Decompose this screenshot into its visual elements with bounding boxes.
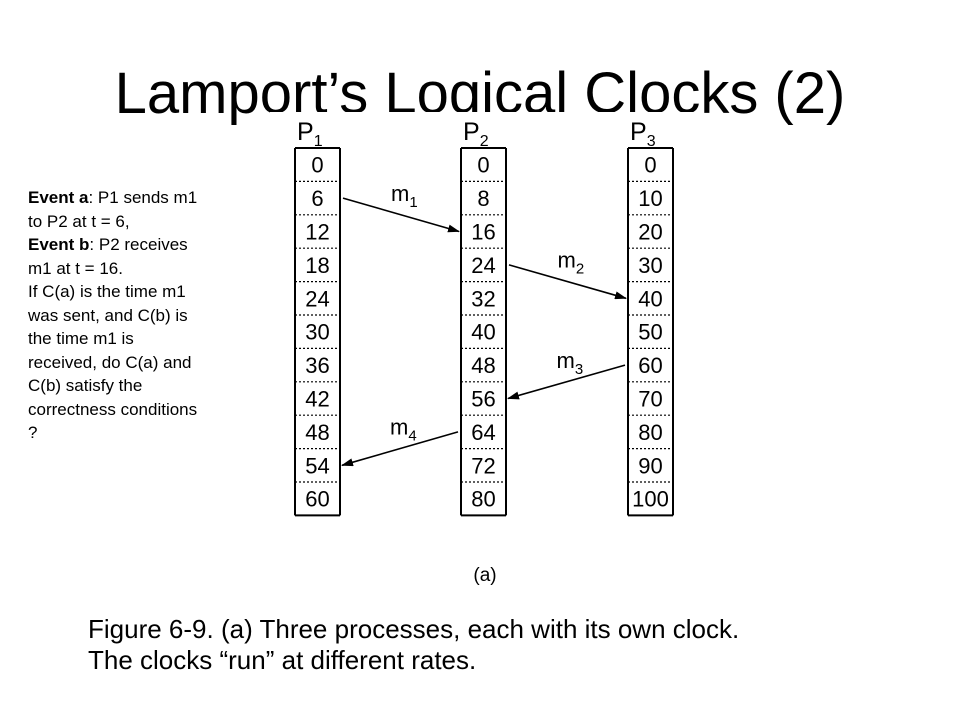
clock-value: 0 [644, 153, 656, 178]
clock-value: 90 [638, 453, 662, 478]
clock-value: 42 [305, 387, 329, 412]
process-p1-column: P1 0 6 12 18 24 30 36 42 48 54 60 [294, 118, 341, 517]
note-line-9: C(b) satisfy the [28, 376, 143, 395]
clock-value: 10 [638, 186, 662, 211]
clock-value: 18 [305, 253, 329, 278]
clock-value: 32 [471, 286, 495, 311]
message-m1-arrow [342, 197, 460, 233]
clock-value: 0 [311, 153, 323, 178]
clock-value: 54 [305, 453, 329, 478]
clock-value: 12 [305, 220, 329, 245]
process-p1-label: P1 [297, 118, 323, 150]
note-line-1: Event a: P1 sends m1 [28, 188, 198, 207]
clock-value: 20 [638, 220, 662, 245]
clock-value: 60 [638, 353, 662, 378]
caption-line-1: Figure 6-9. (a) Three processes, each wi… [88, 614, 740, 644]
message-m3-label: m3 [557, 348, 584, 378]
message-m4: m4 [341, 415, 459, 467]
clock-value: 36 [305, 353, 329, 378]
clock-value: 30 [305, 320, 329, 345]
clock-value: 48 [305, 420, 329, 445]
figure-label: (a) [473, 565, 496, 586]
note-line-2: to P2 at t = 6, [28, 211, 130, 231]
note-event-b-label: Event b [28, 235, 90, 254]
clock-value: 80 [471, 487, 495, 512]
figure-panel: P1 0 6 12 18 24 30 36 42 48 54 60 P2 0 8 16 24 32 40 48 56 64… [270, 112, 700, 590]
message-m2-label: m2 [558, 248, 585, 278]
message-m4-label: m4 [390, 415, 417, 445]
note-event-a-label: Event a [28, 188, 89, 207]
clock-value: 50 [638, 320, 662, 345]
message-m1: m1 [342, 181, 460, 233]
note-line-4: m1 at t = 16. [28, 258, 123, 278]
clock-value: 40 [638, 286, 662, 311]
clock-value: 16 [471, 220, 495, 245]
message-m2: m2 [508, 248, 627, 300]
message-m4-arrow [341, 431, 459, 467]
clock-diagram: P1 0 6 12 18 24 30 36 42 48 54 60 P2 0 8 16 24 32 40 48 56 64… [294, 118, 674, 586]
clock-value: 60 [305, 487, 329, 512]
process-p2-column: P2 0 8 16 24 32 40 48 56 64 72 80 [460, 118, 507, 517]
clock-value: 80 [638, 420, 662, 445]
process-p3-column: P3 0 10 20 30 40 50 60 70 80 90 100 [627, 118, 674, 517]
note-line-5: If C(a) is the time m1 [28, 282, 186, 301]
clock-value: 40 [471, 320, 495, 345]
clock-value: 56 [471, 387, 495, 412]
clock-value: 24 [305, 286, 329, 311]
caption-line-2: The clocks “run” at different rates. [88, 645, 477, 675]
clock-value: 30 [638, 253, 662, 278]
note-line-8: received, do C(a) and [28, 352, 192, 372]
message-m1-label: m1 [391, 181, 418, 211]
message-m3-arrow [507, 364, 626, 400]
clock-value: 64 [471, 420, 495, 445]
note-line-11: ? [28, 423, 38, 442]
clock-value: 0 [477, 153, 489, 178]
clock-value: 70 [638, 387, 662, 412]
note-line-3: Event b: P2 receives [28, 235, 188, 254]
process-p2-label: P2 [463, 118, 489, 150]
process-p3-label: P3 [630, 118, 656, 150]
clock-value: 24 [471, 253, 495, 278]
figure-caption: Figure 6-9. (a) Three processes, each wi… [88, 614, 948, 676]
note-line-7: the time m1 is [28, 329, 134, 348]
side-note: Event a: P1 sends m1 to P2 at t = 6, Eve… [28, 186, 268, 445]
clock-value: 6 [311, 186, 323, 211]
message-m2-arrow [508, 264, 627, 300]
clock-value: 8 [477, 186, 489, 211]
clock-value: 48 [471, 353, 495, 378]
note-line-6: was sent, and C(b) is [28, 305, 188, 325]
note-line-10: correctness conditions [28, 399, 198, 419]
clock-value: 72 [471, 453, 495, 478]
clock-value: 100 [632, 487, 669, 512]
message-m3: m3 [507, 348, 626, 400]
